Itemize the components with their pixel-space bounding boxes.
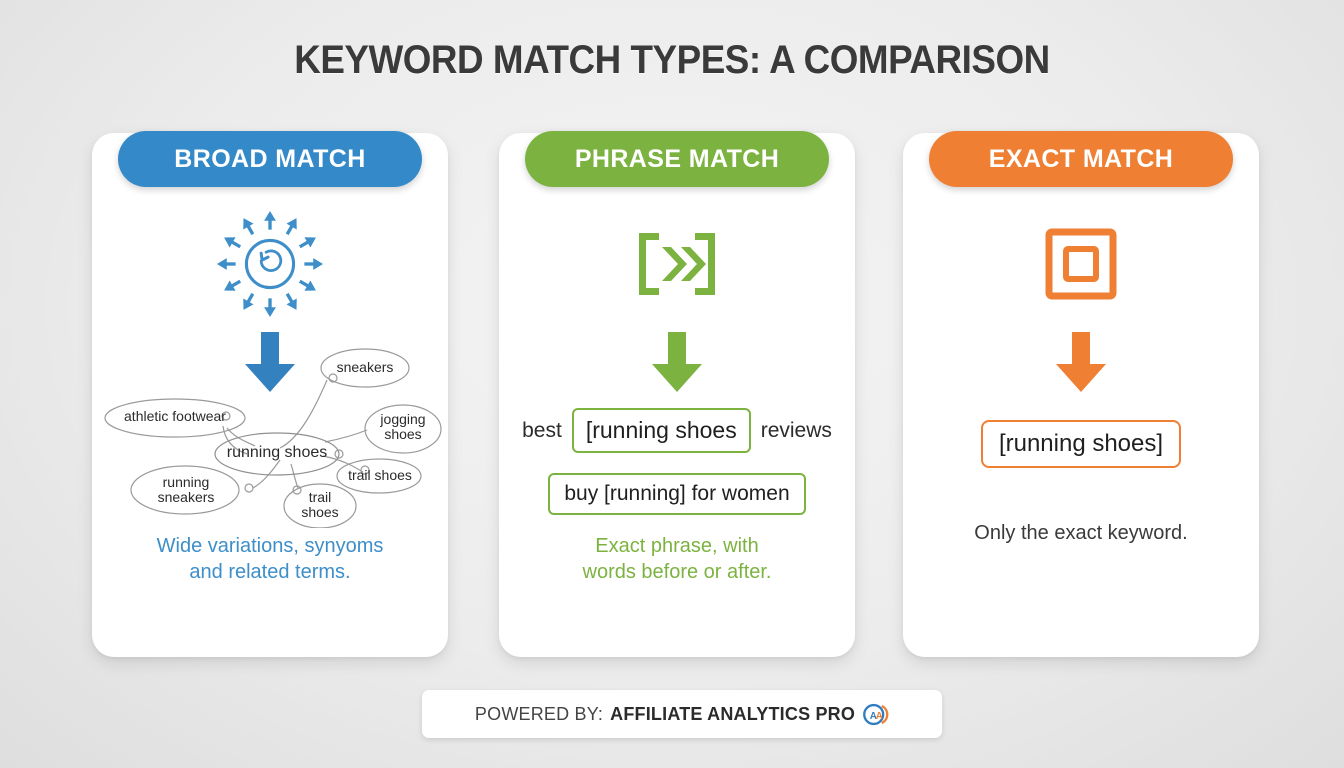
radiating-sun-arrows-icon — [92, 205, 448, 323]
svg-text:A: A — [870, 711, 877, 722]
powered-by-footer: POWERED BY: AFFILIATE ANALYTICS PRO A A — [422, 690, 942, 738]
card-header-exact-label: EXACT MATCH — [988, 144, 1174, 173]
caption-exact-match: Only the exact keyword. — [903, 520, 1259, 546]
phrase-example-1: best [running shoes reviews — [499, 408, 855, 453]
aa-monogram-logo: A A — [862, 701, 889, 728]
phrase-example-1-suffix: reviews — [760, 418, 832, 442]
footer-brand: AFFILIATE ANALYTICS PRO — [610, 703, 856, 724]
card-exact-match — [903, 133, 1259, 657]
card-header-phrase-match: PHRASE MATCH — [525, 131, 829, 187]
card-header-phrase-label: PHRASE MATCH — [574, 144, 780, 173]
bracket-chevrons-icon — [499, 205, 855, 323]
caption-phrase-line1: Exact phrase, with — [595, 535, 759, 557]
phrase-example-1-prefix: best — [522, 418, 562, 442]
down-arrow-icon-broad — [92, 328, 448, 396]
square-in-square-icon — [903, 205, 1259, 323]
caption-exact-line1: Only the exact keyword. — [974, 522, 1188, 544]
exact-example-1-highlight: [running shoes] — [980, 420, 1182, 468]
phrase-example-2: buy [running] for women — [499, 473, 855, 515]
down-arrow-icon-phrase — [499, 328, 855, 396]
card-phrase-match — [499, 133, 855, 657]
card-header-broad-label: BROAD MATCH — [174, 144, 366, 173]
page-title: KEYWORD MATCH TYPES: A COMPARISON — [294, 38, 1050, 82]
card-header-broad-match: BROAD MATCH — [118, 131, 422, 187]
phrase-example-1-highlight: [running shoes — [571, 408, 751, 453]
caption-broad-line2: and related terms. — [189, 561, 351, 583]
footer-prefix: POWERED BY: — [474, 703, 604, 724]
caption-broad-line1: Wide variations, synyoms — [156, 535, 384, 557]
caption-phrase-match: Exact phrase, with words before or after… — [499, 533, 855, 585]
caption-phrase-line2: words before or after. — [582, 561, 772, 583]
broad-match-word-cloud: running shoes athletic footwear sneakers… — [95, 338, 445, 529]
phrase-example-2-highlight: buy [running] for women — [548, 473, 806, 515]
caption-broad-match: Wide variations, synyoms and related ter… — [92, 533, 448, 585]
svg-text:A: A — [876, 711, 883, 722]
card-header-exact-match: EXACT MATCH — [929, 131, 1233, 187]
down-arrow-icon-exact — [903, 328, 1259, 396]
exact-example-1: [running shoes] — [903, 420, 1259, 468]
